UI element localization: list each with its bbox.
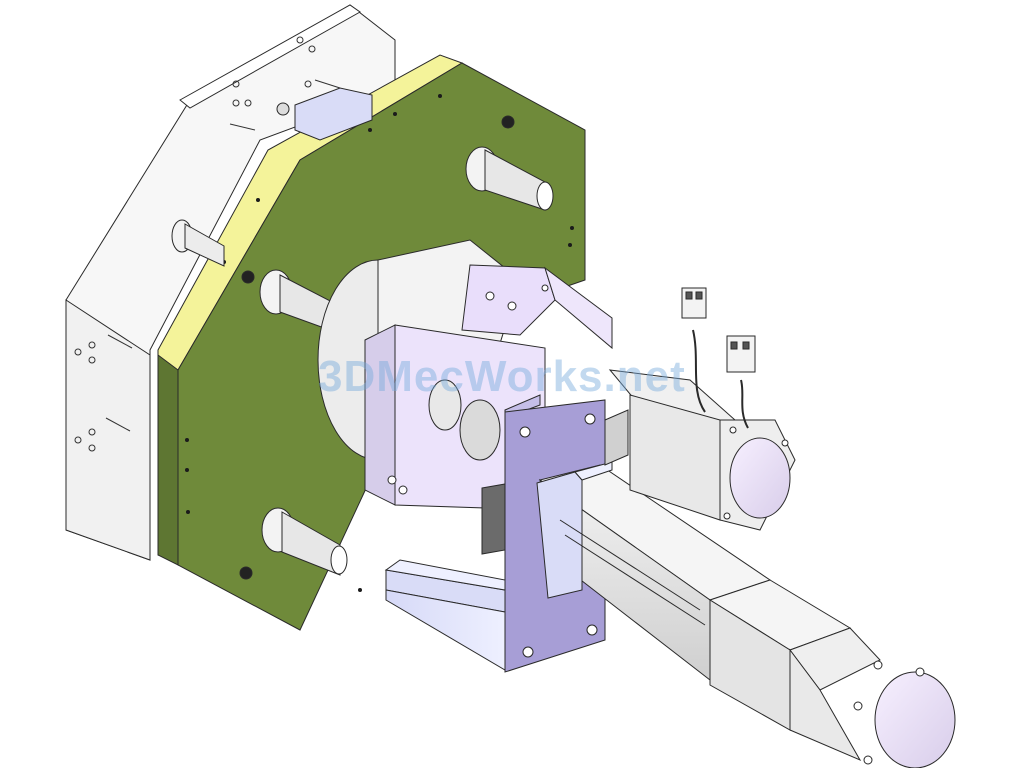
white-plate-holes: [74, 36, 341, 452]
linear-actuator: [536, 461, 772, 682]
motor-cables: [692, 329, 749, 429]
servo-motor: [608, 369, 796, 531]
back-white-plate: [65, 4, 396, 561]
base-bracket: [384, 559, 506, 671]
top-clamp-blocks: [276, 87, 373, 141]
connector-icon: [681, 287, 756, 373]
guide-pin-top: [465, 115, 554, 211]
guide-pin-back: [171, 219, 225, 267]
actuator-motor: [708, 579, 956, 768]
rear-bracket: [461, 264, 613, 350]
guide-pin-bottom: [239, 507, 348, 580]
coupling-block: [481, 409, 629, 555]
